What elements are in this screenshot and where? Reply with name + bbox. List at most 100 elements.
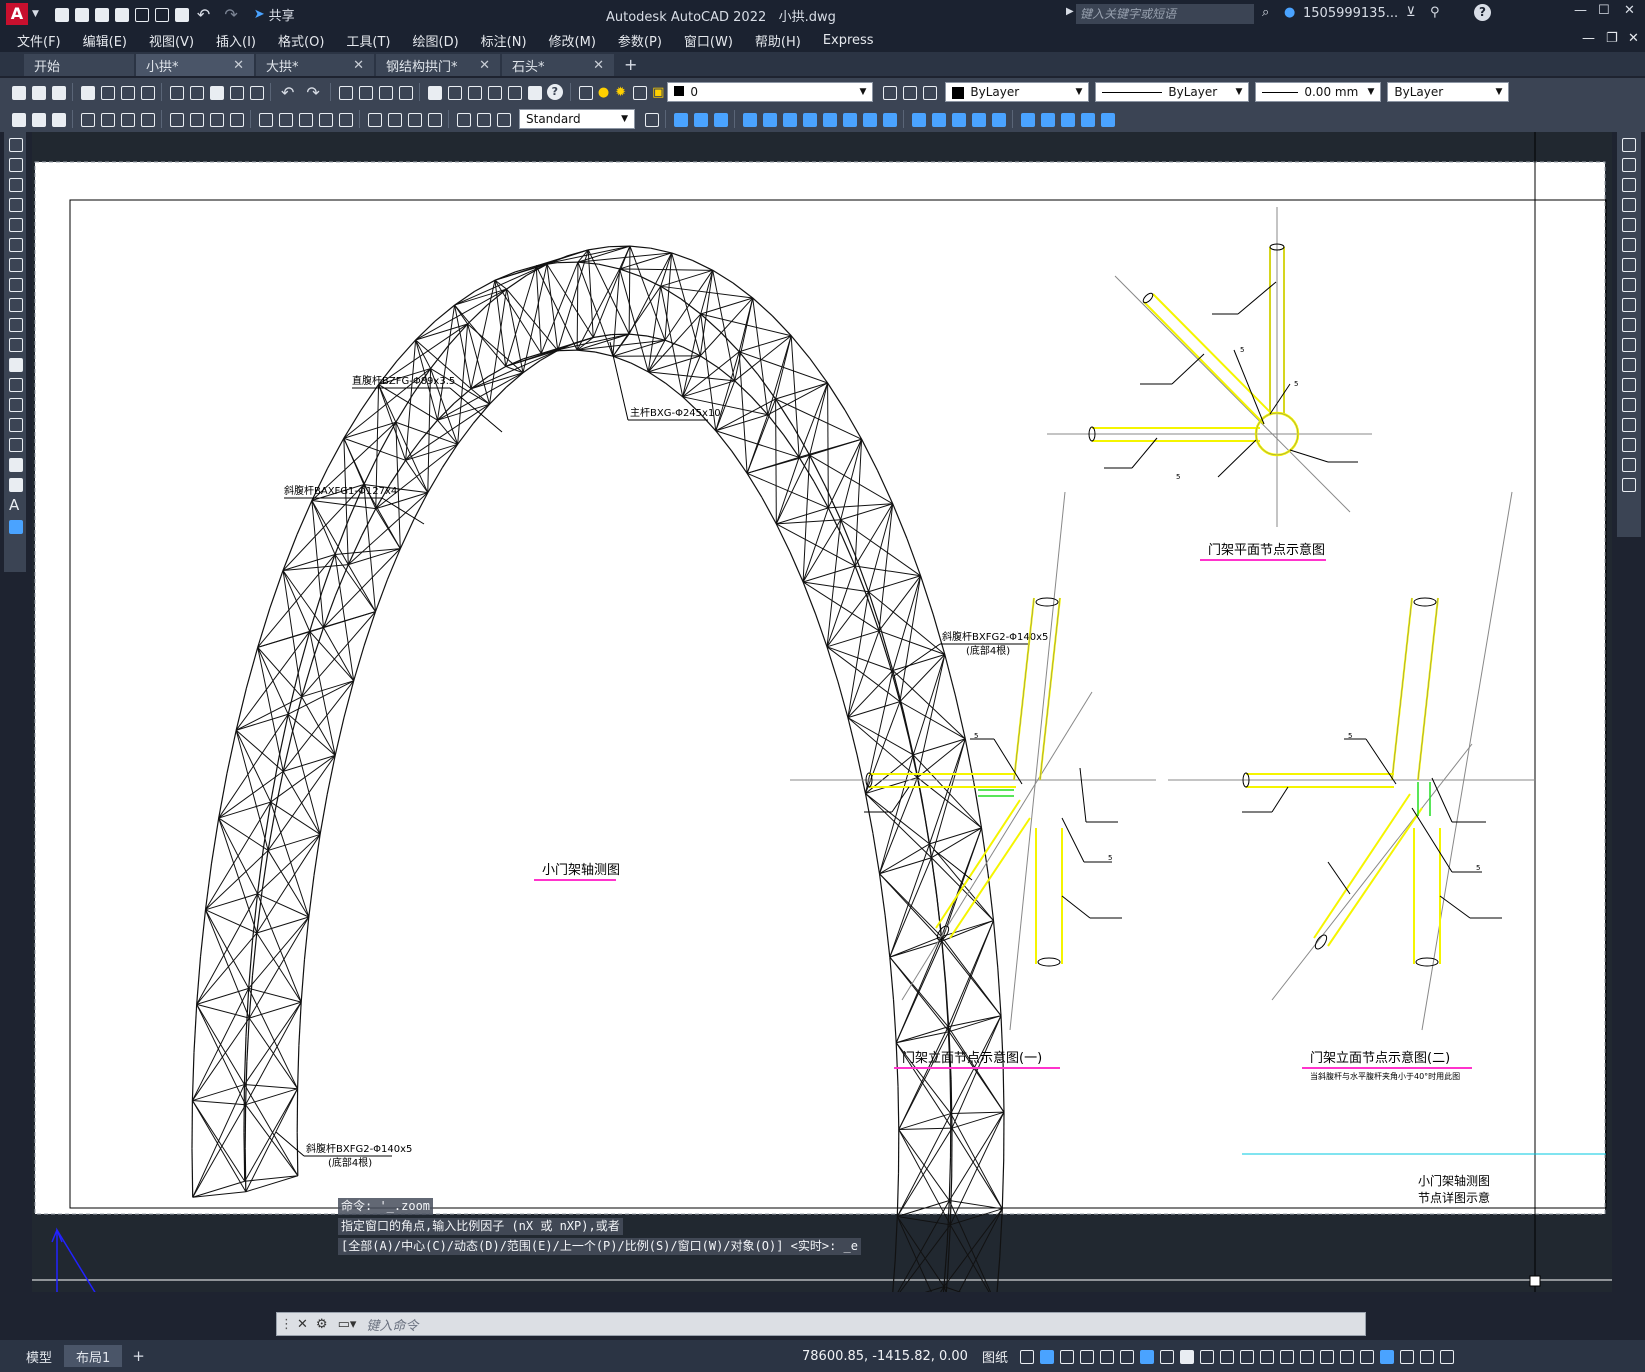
layer-sun-icon[interactable]: ✹ bbox=[615, 84, 627, 100]
copy-object-icon[interactable] bbox=[1620, 156, 1636, 172]
user-name[interactable]: 1505999135... bbox=[1303, 6, 1399, 21]
layer-dropdown[interactable]: 0▼ bbox=[667, 82, 874, 102]
grid-icon[interactable] bbox=[1018, 1348, 1034, 1364]
chamfer-icon[interactable] bbox=[1620, 416, 1636, 432]
sheet-set-icon[interactable] bbox=[486, 84, 502, 100]
rectangle-icon[interactable] bbox=[7, 216, 23, 232]
polygon-icon[interactable] bbox=[7, 196, 23, 212]
coordinates-readout[interactable]: 78600.85, -1415.82, 0.00 bbox=[802, 1348, 968, 1364]
menu-window[interactable]: 窗口(W) bbox=[683, 34, 733, 50]
lineweight-display-icon[interactable] bbox=[1158, 1348, 1174, 1364]
drawing-canvas[interactable]: 直腹杆BZFG-Φ89x3.5 主杆BXG-Φ245x10 斜腹杆BAXFG1-… bbox=[32, 132, 1612, 1372]
diameter-dim-icon[interactable] bbox=[208, 111, 224, 127]
lineweight-dropdown[interactable]: 0.00 mm▼ bbox=[1255, 82, 1382, 102]
jogged-dim-icon[interactable] bbox=[188, 111, 204, 127]
share-label[interactable]: 共享 bbox=[268, 8, 295, 24]
color-faces-icon[interactable] bbox=[881, 111, 897, 127]
array-icon[interactable] bbox=[1620, 216, 1636, 232]
offset-icon[interactable] bbox=[1620, 196, 1636, 212]
design-center-icon[interactable] bbox=[446, 84, 462, 100]
isolate-objects-icon[interactable] bbox=[1378, 1348, 1394, 1364]
table-icon[interactable] bbox=[7, 476, 23, 492]
app-menu-chevron-icon[interactable]: ▼ bbox=[32, 9, 39, 19]
dim-style-icon[interactable] bbox=[643, 111, 659, 127]
layer-lock-icon[interactable]: ▣ bbox=[652, 84, 665, 100]
pan-icon[interactable] bbox=[337, 84, 353, 100]
menu-help[interactable]: 帮助(H) bbox=[754, 34, 801, 50]
layout-tab-model[interactable]: 模型 bbox=[26, 1350, 53, 1366]
menu-edit[interactable]: 编辑(E) bbox=[82, 34, 127, 50]
publish-icon[interactable] bbox=[119, 84, 135, 100]
revision-cloud-icon[interactable] bbox=[7, 276, 23, 292]
plot-icon[interactable] bbox=[79, 84, 95, 100]
autocad-logo-icon[interactable]: A bbox=[6, 3, 28, 25]
account-icon[interactable]: ⚲ bbox=[1430, 5, 1440, 20]
construction-line-icon[interactable] bbox=[7, 156, 23, 172]
isodraft-icon[interactable] bbox=[1098, 1348, 1114, 1364]
undo-icon[interactable]: ↶ bbox=[281, 82, 295, 102]
ellipse-arc-icon[interactable] bbox=[7, 336, 23, 352]
subtract-icon[interactable] bbox=[692, 111, 708, 127]
tab-stone[interactable]: 石头*✕ bbox=[502, 54, 614, 76]
annotation-scale-icon[interactable] bbox=[1258, 1348, 1274, 1364]
close-icon[interactable]: ✕ bbox=[1624, 3, 1635, 18]
copy-faces-icon[interactable] bbox=[861, 111, 877, 127]
join-icon[interactable] bbox=[1620, 396, 1636, 412]
color-dropdown[interactable]: ByLayer▼ bbox=[945, 82, 1090, 102]
plotstyle-dropdown[interactable]: ByLayer▼ bbox=[1387, 82, 1510, 102]
search-icon[interactable]: ⌕ bbox=[1262, 5, 1270, 20]
hardware-acceleration-icon[interactable] bbox=[1398, 1348, 1414, 1364]
ortho-icon[interactable] bbox=[1058, 1348, 1074, 1364]
print-icon[interactable] bbox=[173, 6, 189, 22]
markup-icon[interactable] bbox=[506, 84, 522, 100]
paste-icon[interactable] bbox=[208, 84, 224, 100]
minimize-icon[interactable]: — bbox=[1574, 3, 1587, 18]
menu-format[interactable]: 格式(O) bbox=[278, 34, 325, 50]
doc-minimize-icon[interactable]: — bbox=[1582, 31, 1595, 46]
properties-icon[interactable] bbox=[426, 84, 442, 100]
imprint-icon[interactable] bbox=[910, 111, 926, 127]
help-icon[interactable]: ? bbox=[1474, 4, 1491, 21]
dim-break-icon[interactable] bbox=[337, 111, 353, 127]
3d-osnap-icon[interactable] bbox=[1218, 1348, 1234, 1364]
3d-print-icon[interactable] bbox=[139, 84, 155, 100]
zoom-previous-icon[interactable] bbox=[397, 84, 413, 100]
search-chevron-icon[interactable]: ▶ bbox=[1066, 6, 1074, 17]
menu-file[interactable]: 文件(F) bbox=[17, 34, 61, 50]
fillet-edge-icon[interactable] bbox=[1079, 111, 1095, 127]
extend-icon[interactable] bbox=[1620, 336, 1636, 352]
continue-dim-icon[interactable] bbox=[297, 111, 313, 127]
rotate-faces-icon[interactable] bbox=[821, 111, 837, 127]
layer-tools-icon[interactable] bbox=[10, 111, 26, 127]
layer-bulb-icon[interactable]: ● bbox=[597, 84, 610, 100]
new-icon[interactable] bbox=[10, 84, 26, 100]
menu-insert[interactable]: 插入(I) bbox=[216, 34, 257, 50]
trim-icon[interactable] bbox=[1620, 316, 1636, 332]
point-icon[interactable] bbox=[7, 396, 23, 412]
dynamic-ucs-icon[interactable] bbox=[1238, 1348, 1254, 1364]
union-icon[interactable] bbox=[672, 111, 688, 127]
new-file-icon[interactable] bbox=[53, 6, 69, 22]
insert-block-icon[interactable] bbox=[7, 356, 23, 372]
menu-parametric[interactable]: 参数(P) bbox=[617, 34, 662, 50]
redo-icon[interactable]: ↷ bbox=[306, 82, 320, 102]
units-icon[interactable] bbox=[1318, 1348, 1334, 1364]
clean-icon[interactable] bbox=[930, 111, 946, 127]
center-mark-icon[interactable] bbox=[386, 111, 402, 127]
erase-icon[interactable] bbox=[1620, 136, 1636, 152]
layer-viewport-icon[interactable] bbox=[631, 84, 648, 100]
mirror-icon[interactable] bbox=[1620, 176, 1636, 192]
jogged-linear-icon[interactable] bbox=[426, 111, 442, 127]
share-icon[interactable]: ➤ bbox=[253, 6, 265, 22]
search-input[interactable]: 键入关键字或短语 bbox=[1076, 4, 1254, 24]
separate-icon[interactable] bbox=[950, 111, 966, 127]
text-style-dropdown[interactable]: Standard▼ bbox=[519, 109, 635, 129]
intersect-icon[interactable] bbox=[712, 111, 728, 127]
match-properties-icon[interactable] bbox=[228, 84, 244, 100]
clean-screen-icon[interactable] bbox=[1418, 1348, 1434, 1364]
explode-icon[interactable] bbox=[1620, 476, 1636, 492]
open-icon[interactable] bbox=[30, 84, 46, 100]
linetype-dropdown[interactable]: ByLayer▼ bbox=[1095, 82, 1250, 102]
save-icon[interactable] bbox=[50, 84, 66, 100]
tolerance-icon[interactable] bbox=[366, 111, 382, 127]
